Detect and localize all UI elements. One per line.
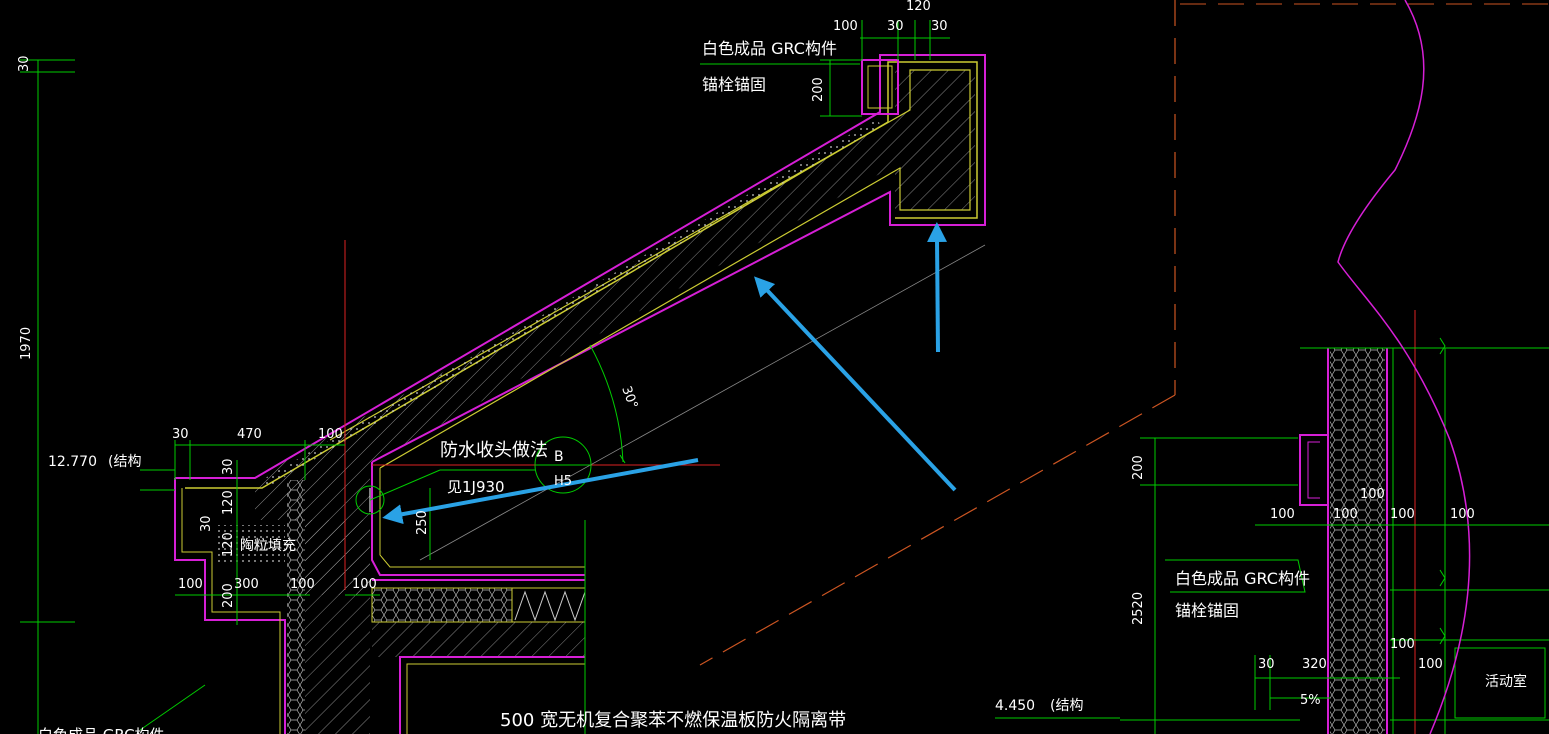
anchor-right-label: 锚栓锚固 bbox=[1175, 601, 1239, 620]
elevation-left: 12.770 bbox=[48, 454, 97, 470]
grc-bottom-left-label: 白色成品 GRC构件 bbox=[38, 726, 165, 734]
dim-top-100: 100 bbox=[833, 19, 858, 34]
roof-insulation bbox=[371, 587, 513, 623]
dim-r2520: 2520 bbox=[1131, 592, 1146, 625]
detail-page: H5 bbox=[554, 474, 572, 489]
grc-anchor-box bbox=[861, 59, 899, 115]
insulation-line-top bbox=[185, 61, 978, 489]
dim-v30: 30 bbox=[221, 458, 236, 475]
dim-100d: 100 bbox=[352, 577, 377, 592]
dim-30: 30 bbox=[172, 427, 189, 442]
insulation-line-inner bbox=[329, 69, 971, 469]
elevation-right: 4.450 bbox=[995, 698, 1035, 714]
wall-concrete bbox=[305, 520, 370, 734]
dim-300: 300 bbox=[234, 577, 259, 592]
dim-r100g: 100 bbox=[1418, 657, 1443, 672]
dim-top-30b: 30 bbox=[931, 19, 948, 34]
dim-v120a: 120 bbox=[221, 490, 236, 515]
right-wall-section bbox=[1299, 310, 1549, 734]
dim-angle: 30° bbox=[618, 384, 640, 411]
dim-v200: 200 bbox=[221, 583, 236, 608]
dim-top-120: 120 bbox=[906, 0, 931, 14]
anchor-top-label: 锚栓锚固 bbox=[702, 75, 766, 94]
reference-standard-label: 见1J930 bbox=[447, 478, 505, 496]
fire-barrier-label: 500 宽无机复合聚苯不燃保温板防火隔离带 bbox=[500, 710, 846, 731]
arrow-to-waterproof-end bbox=[382, 458, 699, 525]
dim-r100d: 100 bbox=[1390, 507, 1415, 522]
dim-grc-200: 200 bbox=[811, 77, 826, 102]
wall-insulation bbox=[287, 480, 305, 734]
ceramsite-fill-zone bbox=[215, 525, 285, 565]
outline-curve bbox=[1337, 0, 1471, 734]
grc-right-label: 白色成品 GRC构件 bbox=[1175, 569, 1310, 588]
insulation-strip bbox=[262, 118, 880, 488]
dim-slope: 5% bbox=[1300, 693, 1321, 708]
left-wall-section bbox=[174, 462, 585, 734]
annotation-arrows bbox=[382, 222, 957, 525]
dim-r100c: 100 bbox=[1360, 487, 1385, 502]
dim-r100b: 100 bbox=[1333, 507, 1358, 522]
dim-left-1970: 1970 bbox=[19, 327, 34, 360]
sloped-parapet bbox=[175, 54, 986, 595]
arrow-to-grc-box bbox=[927, 222, 948, 353]
detail-callout bbox=[355, 436, 592, 515]
dim-left-30: 30 bbox=[17, 55, 32, 72]
waterproof-detail-label: 防水收头做法 bbox=[440, 440, 548, 461]
reference-node-icon bbox=[355, 485, 385, 515]
elevation-right-note: (结构 bbox=[1050, 698, 1083, 714]
dimension-texts: 120 100 30 30 200 30 1970 30 470 100 30 … bbox=[17, 0, 1475, 708]
dim-100b: 100 bbox=[178, 577, 203, 592]
dim-top-30a: 30 bbox=[887, 19, 904, 34]
right-wall-insulation bbox=[1330, 348, 1385, 734]
dim-r100e: 100 bbox=[1450, 507, 1475, 522]
ceramsite-fill-label: 陶粒填充 bbox=[240, 538, 296, 554]
grc-top-label: 白色成品 GRC构件 bbox=[702, 39, 837, 58]
dim-r30: 30 bbox=[1258, 657, 1275, 672]
dim-v120b: 120 bbox=[221, 532, 236, 557]
dim-470: 470 bbox=[237, 427, 262, 442]
roof-slab bbox=[371, 520, 586, 734]
dim-r200: 200 bbox=[1131, 455, 1146, 480]
dimension-lines bbox=[20, 20, 1549, 734]
cornice-outline bbox=[174, 478, 286, 734]
dim-100c: 100 bbox=[290, 577, 315, 592]
outer-membrane-line bbox=[175, 54, 986, 479]
dim-r100f: 100 bbox=[1390, 637, 1415, 652]
annotation-labels: 白色成品 GRC构件 锚栓锚固 12.770 (结构 防水收头做法 见1J930… bbox=[38, 39, 1527, 734]
dim-v30b: 30 bbox=[199, 515, 214, 532]
dim-r320: 320 bbox=[1302, 657, 1327, 672]
elevation-left-note: (结构 bbox=[108, 454, 141, 470]
dim-r100a: 100 bbox=[1270, 507, 1295, 522]
detail-letter: B bbox=[554, 449, 564, 465]
roof-concrete bbox=[372, 622, 585, 657]
detail-bubble bbox=[534, 436, 592, 494]
dim-100a: 100 bbox=[318, 427, 343, 442]
dim-v250: 250 bbox=[415, 510, 430, 535]
arrow-to-sloped-underside bbox=[754, 276, 957, 492]
sloped-concrete-section bbox=[255, 70, 975, 595]
room-label: 活动室 bbox=[1485, 673, 1527, 690]
